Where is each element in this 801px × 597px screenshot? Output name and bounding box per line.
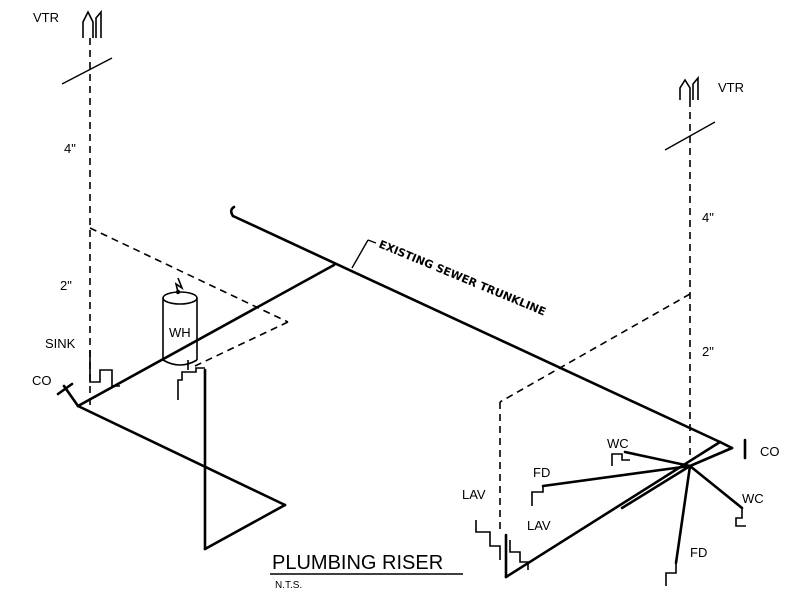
fixture-traps (89, 350, 746, 586)
right-roof-break (664, 121, 716, 151)
junction-link (620, 464, 692, 510)
lav-2-trap-symbol (509, 540, 529, 570)
left-vent-branch-upper (89, 227, 289, 323)
drain-run-diagonal-1 (76, 404, 287, 507)
labels: VTR VTR 4" 2" 4" 2" SINK CO CO WH LAV LA… (32, 10, 780, 560)
left-roof-break (61, 57, 113, 85)
right-cleanout-run (688, 446, 734, 468)
vtr-right-label: VTR (718, 80, 744, 95)
co-right-label: CO (760, 444, 780, 459)
fd-2-label: FD (690, 545, 707, 560)
left-vent-stack (61, 9, 289, 405)
wh-tank-top (162, 291, 198, 305)
pipe-size-4-right: 4" (702, 210, 714, 225)
right-vtr-cap (679, 75, 699, 100)
drain-run-diagonal-2 (203, 503, 287, 551)
lav-1-label: LAV (462, 487, 486, 502)
wc-2-trap-symbol (735, 508, 746, 527)
drawing-title: PLUMBING RISER (272, 552, 443, 574)
title-block: PLUMBING RISER N.T.S. (270, 552, 463, 591)
wc-2-label: WC (742, 491, 764, 506)
wh-tank-bottom (162, 359, 198, 366)
wh-valve-dot (175, 289, 181, 295)
right-cleanout-stub (718, 440, 734, 450)
fd-2-branch (674, 464, 692, 565)
leader-tick (367, 239, 377, 244)
scale-note: N.T.S. (275, 580, 302, 591)
wh-trap-symbol (177, 367, 205, 400)
pipe-size-2-left: 2" (60, 278, 72, 293)
sink-label: SINK (45, 336, 76, 351)
trunkline-label: EXISTING SEWER TRUNKLINE (377, 238, 548, 319)
fd-1-trap-symbol (531, 486, 544, 506)
left-cleanout-cap (56, 382, 74, 396)
fd-2-trap-symbol (665, 563, 677, 586)
fd-1-label: FD (533, 465, 550, 480)
leader-line (351, 239, 369, 269)
right-vent-stack (499, 75, 716, 533)
trunkline-leader: EXISTING SEWER TRUNKLINE (351, 238, 548, 319)
wc-1-trap-symbol (611, 453, 630, 466)
sink-trap-symbol (89, 350, 120, 387)
right-vent-branch (499, 293, 691, 403)
fd-1-branch (541, 464, 692, 488)
wc-2-branch (688, 464, 744, 510)
drain-piping (56, 205, 747, 579)
pipe-size-2-right: 2" (702, 344, 714, 359)
left-main-drain (76, 263, 336, 408)
wh-label: WH (169, 325, 191, 340)
lav-1-trap-symbol (475, 520, 501, 560)
lav-2-label: LAV (527, 518, 551, 533)
pipe-size-4-left: 4" (64, 141, 76, 156)
wh-relief-valve-icon (174, 277, 184, 293)
left-vent-branch-lower (194, 321, 289, 367)
vtr-left-label: VTR (33, 10, 59, 25)
wc-1-branch (623, 450, 692, 468)
trunkline-end-hook (229, 205, 236, 218)
right-fixture-main (504, 440, 722, 579)
left-vtr-cap (82, 9, 102, 38)
water-heater (162, 277, 198, 366)
wc-1-label: WC (607, 436, 629, 451)
sewer-trunkline (231, 214, 722, 444)
co-left-label: CO (32, 373, 52, 388)
